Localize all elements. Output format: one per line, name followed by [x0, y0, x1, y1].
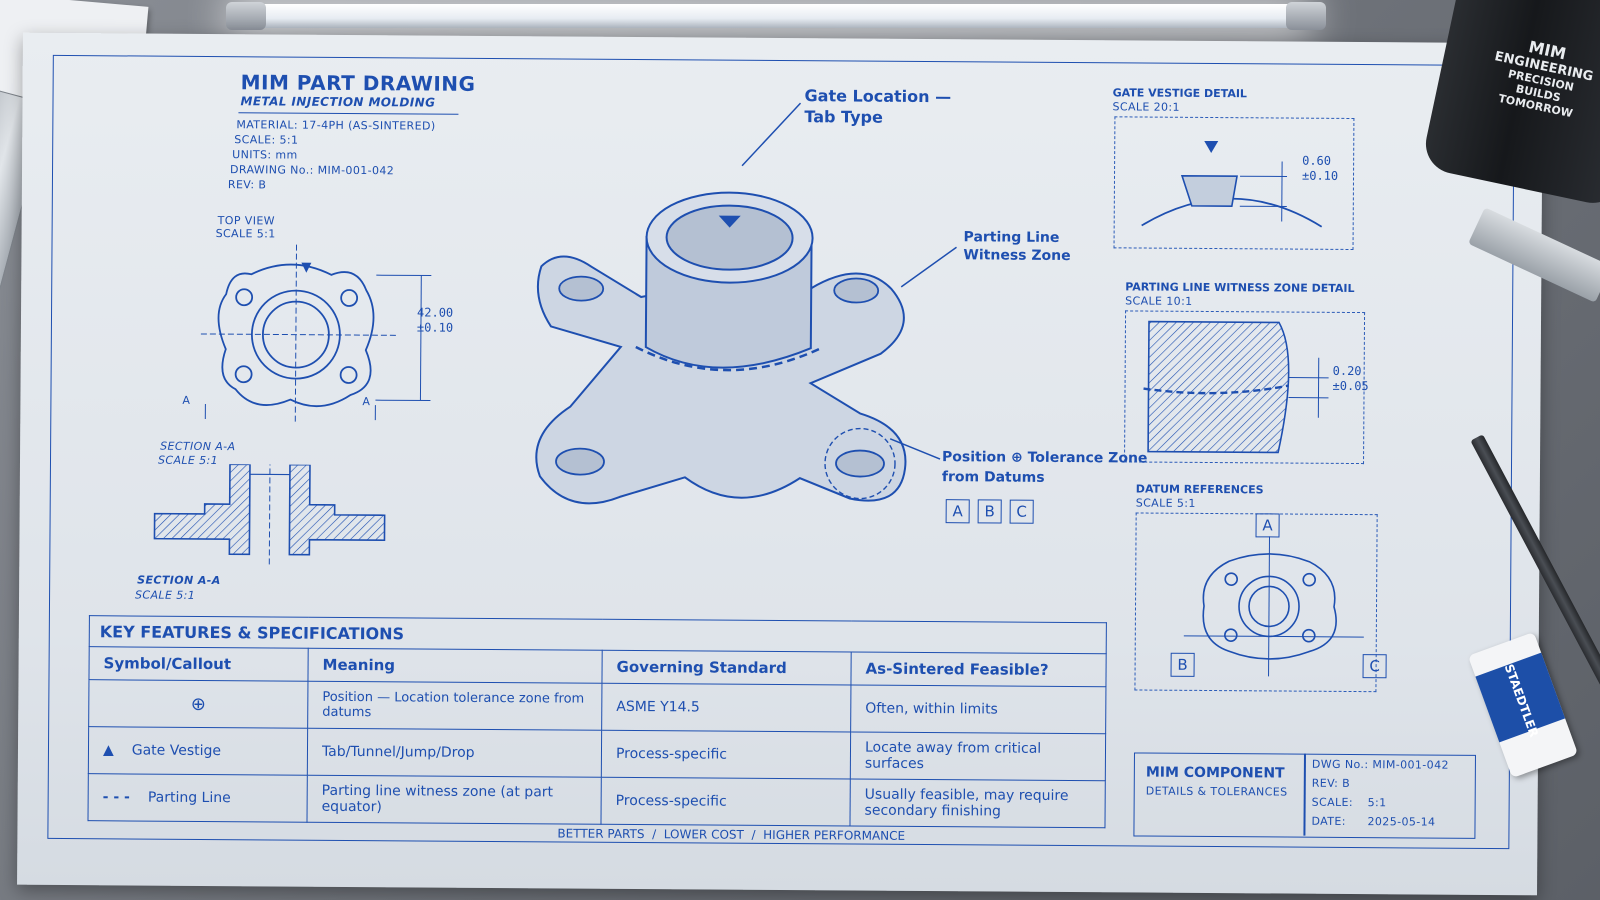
- title-block-name: MIM COMPONENT: [1145, 764, 1285, 782]
- row3-symbol-label: Parting Line: [147, 789, 231, 807]
- header-standard: Governing Standard: [601, 650, 852, 686]
- gate-detail-dimension: 0.60: [1302, 153, 1332, 168]
- witness-zone-callout: Witness Zone: [963, 247, 1071, 265]
- leader-lines: [741, 102, 957, 460]
- spec-table: KEY FEATURES & SPECIFICATIONS Symbol/Cal…: [87, 615, 1107, 829]
- gate-detail-scale: SCALE 20:1: [1112, 100, 1181, 114]
- title-block-scale-label: SCALE:: [1311, 795, 1354, 810]
- row3-standard: Process-specific: [600, 777, 851, 826]
- datum-ref-a: A: [1255, 513, 1280, 538]
- header-meaning: Meaning: [307, 648, 603, 684]
- parting-detail-title: PARTING LINE WITNESS ZONE DETAIL: [1125, 280, 1355, 296]
- datum-box-b: B: [977, 499, 1002, 524]
- parting-detail-scale: SCALE 10:1: [1125, 294, 1193, 308]
- position-tolerance-callout: Position ⊕ Tolerance Zone: [941, 449, 1148, 467]
- title-block-date-value: 2025-05-14: [1367, 815, 1436, 829]
- header-feasible: As-Sintered Feasible?: [850, 652, 1107, 687]
- gate-detail-title: GATE VESTIGE DETAIL: [1112, 86, 1248, 101]
- row1-standard: ASME Y14.5: [601, 683, 851, 732]
- gate-detail-tolerance: ±0.10: [1301, 168, 1339, 183]
- lamp-cap-left: [226, 2, 266, 30]
- footer-tagline: BETTER PARTS / LOWER COST / HIGHER PERFO…: [557, 826, 906, 843]
- datum-detail-title: DATUM REFERENCES: [1135, 482, 1264, 497]
- row3-meaning: Parting line witness zone (at part equat…: [306, 775, 602, 825]
- title-block-dwg: DWG No.: MIM-001-042: [1311, 757, 1449, 772]
- table-row: ▲ Gate Vestige Tab/Tunnel/Jump/Drop Proce…: [88, 726, 1106, 781]
- datum-box-a: A: [945, 499, 970, 524]
- gate-detail-drawing: [1141, 140, 1323, 228]
- title-block-scale-value: 5:1: [1367, 796, 1387, 810]
- blueprint-sheet: MIM PART DRAWING METAL INJECTION MOLDING…: [17, 32, 1543, 896]
- top-view-drawing: [200, 244, 432, 425]
- gate-location-callout: Gate Location —: [804, 86, 952, 107]
- parting-dash-icon: - - -: [102, 789, 130, 806]
- section-view-drawing: [153, 463, 386, 565]
- title-block-sub: DETAILS & TOLERANCES: [1145, 784, 1288, 799]
- row2-meaning: Tab/Tunnel/Jump/Drop: [307, 728, 602, 778]
- parting-line-callout: Parting Line: [963, 229, 1060, 246]
- position-symbol-icon: ⊕: [190, 693, 206, 715]
- datum-detail-drawing: [1183, 536, 1364, 677]
- gate-triangle-icon: ▲: [102, 742, 114, 759]
- datum-ref-b: B: [1170, 652, 1195, 677]
- lamp-cap-right: [1286, 2, 1326, 30]
- row1-feasible: Often, within limits: [850, 685, 1106, 734]
- datum-ref-c: C: [1362, 654, 1387, 679]
- row2-feasible: Locate away from critical surfaces: [850, 731, 1106, 781]
- table-row: - - - Parting Line Parting line witness z…: [87, 773, 1106, 828]
- row2-symbol-label: Gate Vestige: [131, 742, 222, 760]
- row3-feasible: Usually feasible, may require secondary …: [849, 778, 1106, 828]
- datum-detail-scale: SCALE 5:1: [1135, 496, 1196, 510]
- isometric-part-drawing: [535, 191, 907, 505]
- light-tube: [240, 4, 1300, 28]
- gate-type-callout: Tab Type: [804, 107, 883, 127]
- parting-detail-drawing: [1143, 320, 1329, 454]
- parting-detail-dimension: 0.20: [1332, 363, 1362, 379]
- header-symbol: Symbol/Callout: [88, 646, 309, 682]
- title-block-rev: REV: B: [1311, 776, 1351, 790]
- from-datums-callout: from Datums: [941, 469, 1045, 486]
- row2-standard: Process-specific: [601, 730, 851, 779]
- row1-meaning: Position — Location tolerance zone from …: [307, 681, 602, 731]
- parting-detail-tolerance: ±0.05: [1332, 378, 1369, 394]
- title-block-date-label: DATE:: [1311, 814, 1346, 828]
- datum-box-c: C: [1009, 499, 1034, 524]
- table-row: ⊕ Position — Location tolerance zone fro…: [88, 679, 1106, 734]
